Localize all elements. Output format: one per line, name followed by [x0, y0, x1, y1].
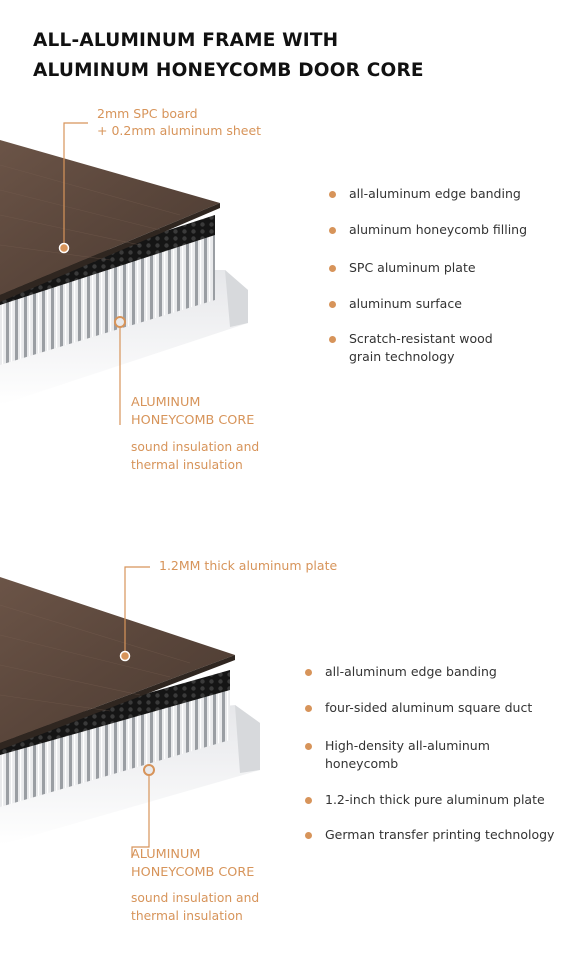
feature-item: aluminum surface: [329, 295, 529, 313]
bullet-dot-icon: [329, 265, 336, 272]
bullet-dot-icon: [305, 832, 312, 839]
page-title-line2: ALUMINUM HONEYCOMB DOOR CORE: [33, 60, 424, 81]
door-cross-section-illustration-2: [0, 566, 260, 857]
bullet-dot-icon: [305, 743, 312, 750]
core-label-line2: HONEYCOMB CORE: [131, 413, 255, 428]
feature-item: all-aluminum edge banding: [329, 185, 529, 203]
core-label-line2: HONEYCOMB CORE: [131, 865, 255, 880]
bullet-dot-icon: [305, 705, 312, 712]
core-subtitle: sound insulation and thermal insulation: [131, 438, 259, 474]
feature-item: all-aluminum edge banding: [305, 663, 560, 681]
core-subtitle-line1: sound insulation and: [131, 440, 260, 454]
callout-leader-core: [131, 773, 150, 857]
bullet-dot-icon: [329, 191, 336, 198]
feature-item: High-density all-aluminum honeycomb: [305, 737, 560, 773]
page-title-line1: ALL-ALUMINUM FRAME WITH: [33, 30, 339, 51]
wood-board: [0, 577, 235, 743]
callout-dot-core: [114, 316, 126, 328]
feature-list: all-aluminum edge banding aluminum honey…: [329, 185, 529, 366]
core-subtitle-line1: sound insulation and: [131, 891, 260, 905]
callout-top-line1: 1.2MM thick aluminum plate: [159, 558, 338, 573]
feature-item: aluminum honeycomb filling: [329, 221, 529, 239]
honeycomb-core-side: [0, 230, 215, 365]
feature-item: four-sided aluminum square duct: [305, 699, 560, 717]
feature-item: SPC aluminum plate: [329, 259, 529, 277]
core-label-line1: ALUMINUM: [131, 847, 201, 862]
callout-top-line1: 2mm SPC board: [97, 106, 198, 121]
callout-top-label: 1.2MM thick aluminum plate: [159, 557, 337, 574]
callout-top-line2: + 0.2mm aluminum sheet: [97, 123, 262, 138]
honeycomb-core-side: [0, 685, 230, 807]
callout-leader-top: [124, 566, 150, 655]
feature-list: all-aluminum edge banding four-sided alu…: [305, 663, 560, 844]
callout-dot-top: [58, 242, 70, 254]
section-spc-board: 2mm SPC board + 0.2mm aluminum sheet ALU…: [0, 95, 565, 515]
core-subtitle-line2: thermal insulation: [131, 909, 243, 923]
callout-dot-top: [119, 650, 131, 662]
section-aluminum-plate: 1.2MM thick aluminum plate ALUMINUM HONE…: [0, 545, 565, 955]
wood-board: [0, 140, 220, 295]
callout-dot-core: [143, 764, 155, 776]
core-label: ALUMINUM HONEYCOMB CORE: [131, 846, 254, 882]
feature-item: German transfer printing technology: [305, 826, 560, 844]
core-subtitle-line2: thermal insulation: [131, 458, 243, 472]
callout-leader-core: [119, 323, 121, 425]
core-subtitle: sound insulation and thermal insulation: [131, 889, 259, 925]
callout-leader-top: [63, 122, 88, 247]
door-cross-section-illustration-1: [0, 122, 248, 425]
callout-top-label: 2mm SPC board + 0.2mm aluminum sheet: [97, 105, 261, 139]
core-label: ALUMINUM HONEYCOMB CORE: [131, 394, 254, 430]
bullet-dot-icon: [329, 301, 336, 308]
bullet-dot-icon: [305, 797, 312, 804]
bullet-dot-icon: [305, 669, 312, 676]
bullet-dot-icon: [329, 227, 336, 234]
feature-item: Scratch-resistant wood grain technology: [329, 330, 509, 366]
page-title: ALL-ALUMINUM FRAME WITH ALUMINUM HONEYCO…: [33, 26, 424, 86]
honeycomb-core-top: [0, 215, 215, 305]
honeycomb-core-top: [0, 670, 230, 755]
core-label-line1: ALUMINUM: [131, 395, 201, 410]
feature-item: 1.2-inch thick pure aluminum plate: [305, 791, 560, 809]
bullet-dot-icon: [329, 336, 336, 343]
